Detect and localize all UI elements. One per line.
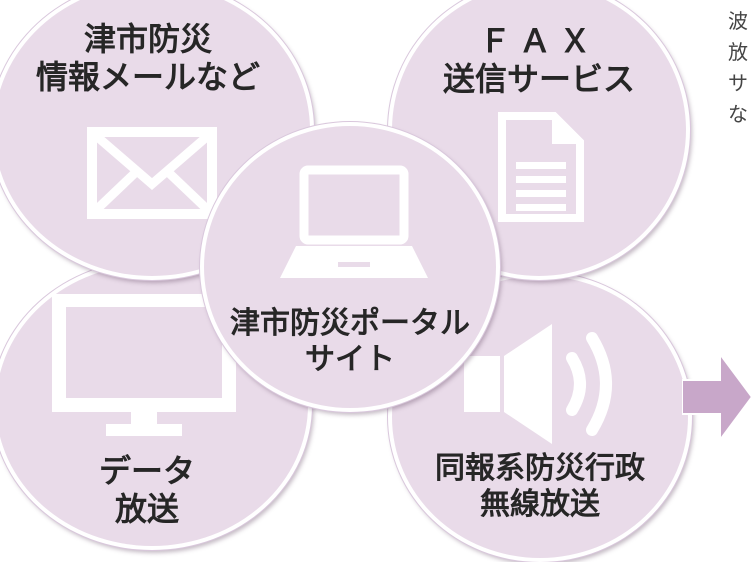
portal-site-label: 津市防災ポータル サイト bbox=[204, 306, 496, 378]
disaster-radio-label: 同報系防災行政 無線放送 bbox=[392, 451, 688, 523]
disaster-radio-line1: 同報系防災行政 bbox=[435, 451, 645, 486]
disaster-mail-line1: 津市防災 bbox=[83, 20, 212, 58]
data-broadcast-line1: データ bbox=[98, 452, 195, 490]
data-broadcast-line2: 放送 bbox=[114, 490, 179, 529]
fax-service-label: ＦＡＸ 送信サービス bbox=[392, 22, 686, 99]
fax-service-line2: 送信サービス bbox=[442, 60, 635, 99]
side-text-line3: サ bbox=[728, 71, 748, 95]
portal-site-line1: 津市防災ポータル bbox=[230, 306, 470, 341]
side-text-line4: な bbox=[728, 102, 748, 126]
right-arrow-icon bbox=[682, 352, 752, 442]
document-icon bbox=[498, 112, 584, 222]
side-text: 波 放 サ な bbox=[728, 6, 748, 130]
speaker-icon bbox=[464, 324, 612, 444]
envelope-icon bbox=[87, 127, 217, 219]
disaster-mail-label: 津市防災 情報メールなど bbox=[0, 20, 310, 97]
portal-site-line2: サイト bbox=[305, 342, 395, 377]
side-text-line2: 放 bbox=[728, 40, 748, 64]
data-broadcast-label: データ 放送 bbox=[0, 452, 308, 529]
circle-portal-site: 津市防災ポータル サイト bbox=[200, 122, 500, 412]
disaster-radio-line2: 無線放送 bbox=[480, 487, 600, 522]
disaster-mail-line2: 情報メールなど bbox=[35, 58, 260, 97]
side-text-line1: 波 bbox=[728, 9, 748, 33]
laptop-icon bbox=[280, 165, 428, 278]
fax-service-line1: ＦＡＸ bbox=[478, 22, 599, 60]
